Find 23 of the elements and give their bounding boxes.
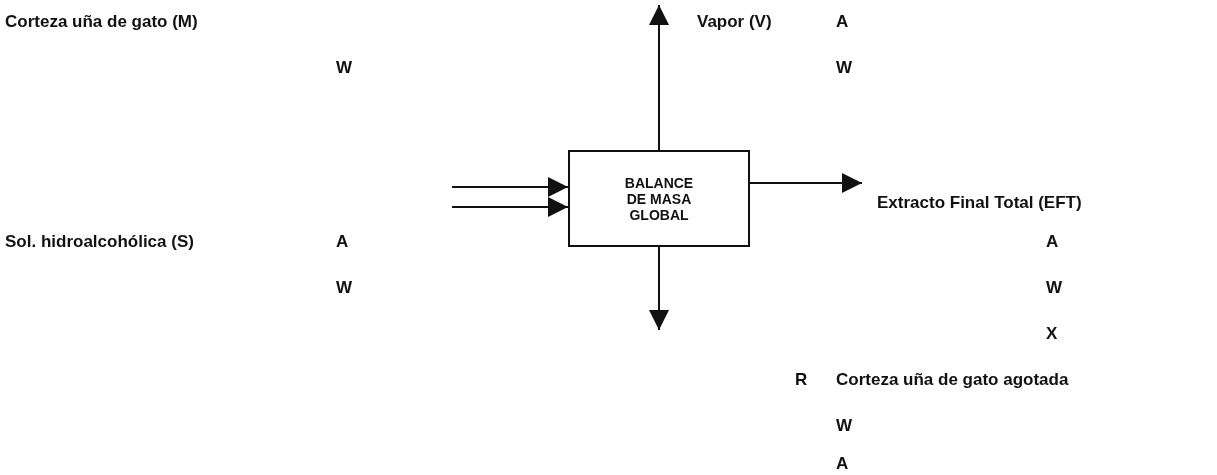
stream-label: Vapor (V): [697, 12, 772, 32]
stream-label: A: [836, 454, 849, 474]
stream-label: W: [336, 278, 353, 298]
stream-label: X: [1046, 324, 1058, 344]
process-title: BALANCE DE MASA GLOBAL: [623, 174, 695, 223]
stream-label: A: [1046, 232, 1059, 252]
stream-label: Sol. hidroalcohólica (S): [5, 232, 194, 252]
arrow: [649, 4, 669, 151]
stream-label: W: [1046, 278, 1063, 298]
stream-label: R: [795, 370, 808, 390]
arrow: [451, 177, 569, 197]
process-box: [568, 150, 750, 247]
stream-label: W: [336, 58, 353, 78]
stream-label: Extracto Final Total (EFT): [877, 193, 1083, 213]
stream-label: Corteza uña de gato agotada: [836, 370, 1069, 390]
stream-label: A: [836, 12, 849, 32]
arrow: [749, 173, 863, 193]
stream-label: W: [836, 416, 853, 436]
arrow: [451, 197, 569, 217]
arrow: [649, 246, 669, 331]
stream-label: A: [336, 232, 349, 252]
stream-label: Corteza uña de gato (M): [5, 12, 198, 32]
stream-label: W: [836, 58, 853, 78]
